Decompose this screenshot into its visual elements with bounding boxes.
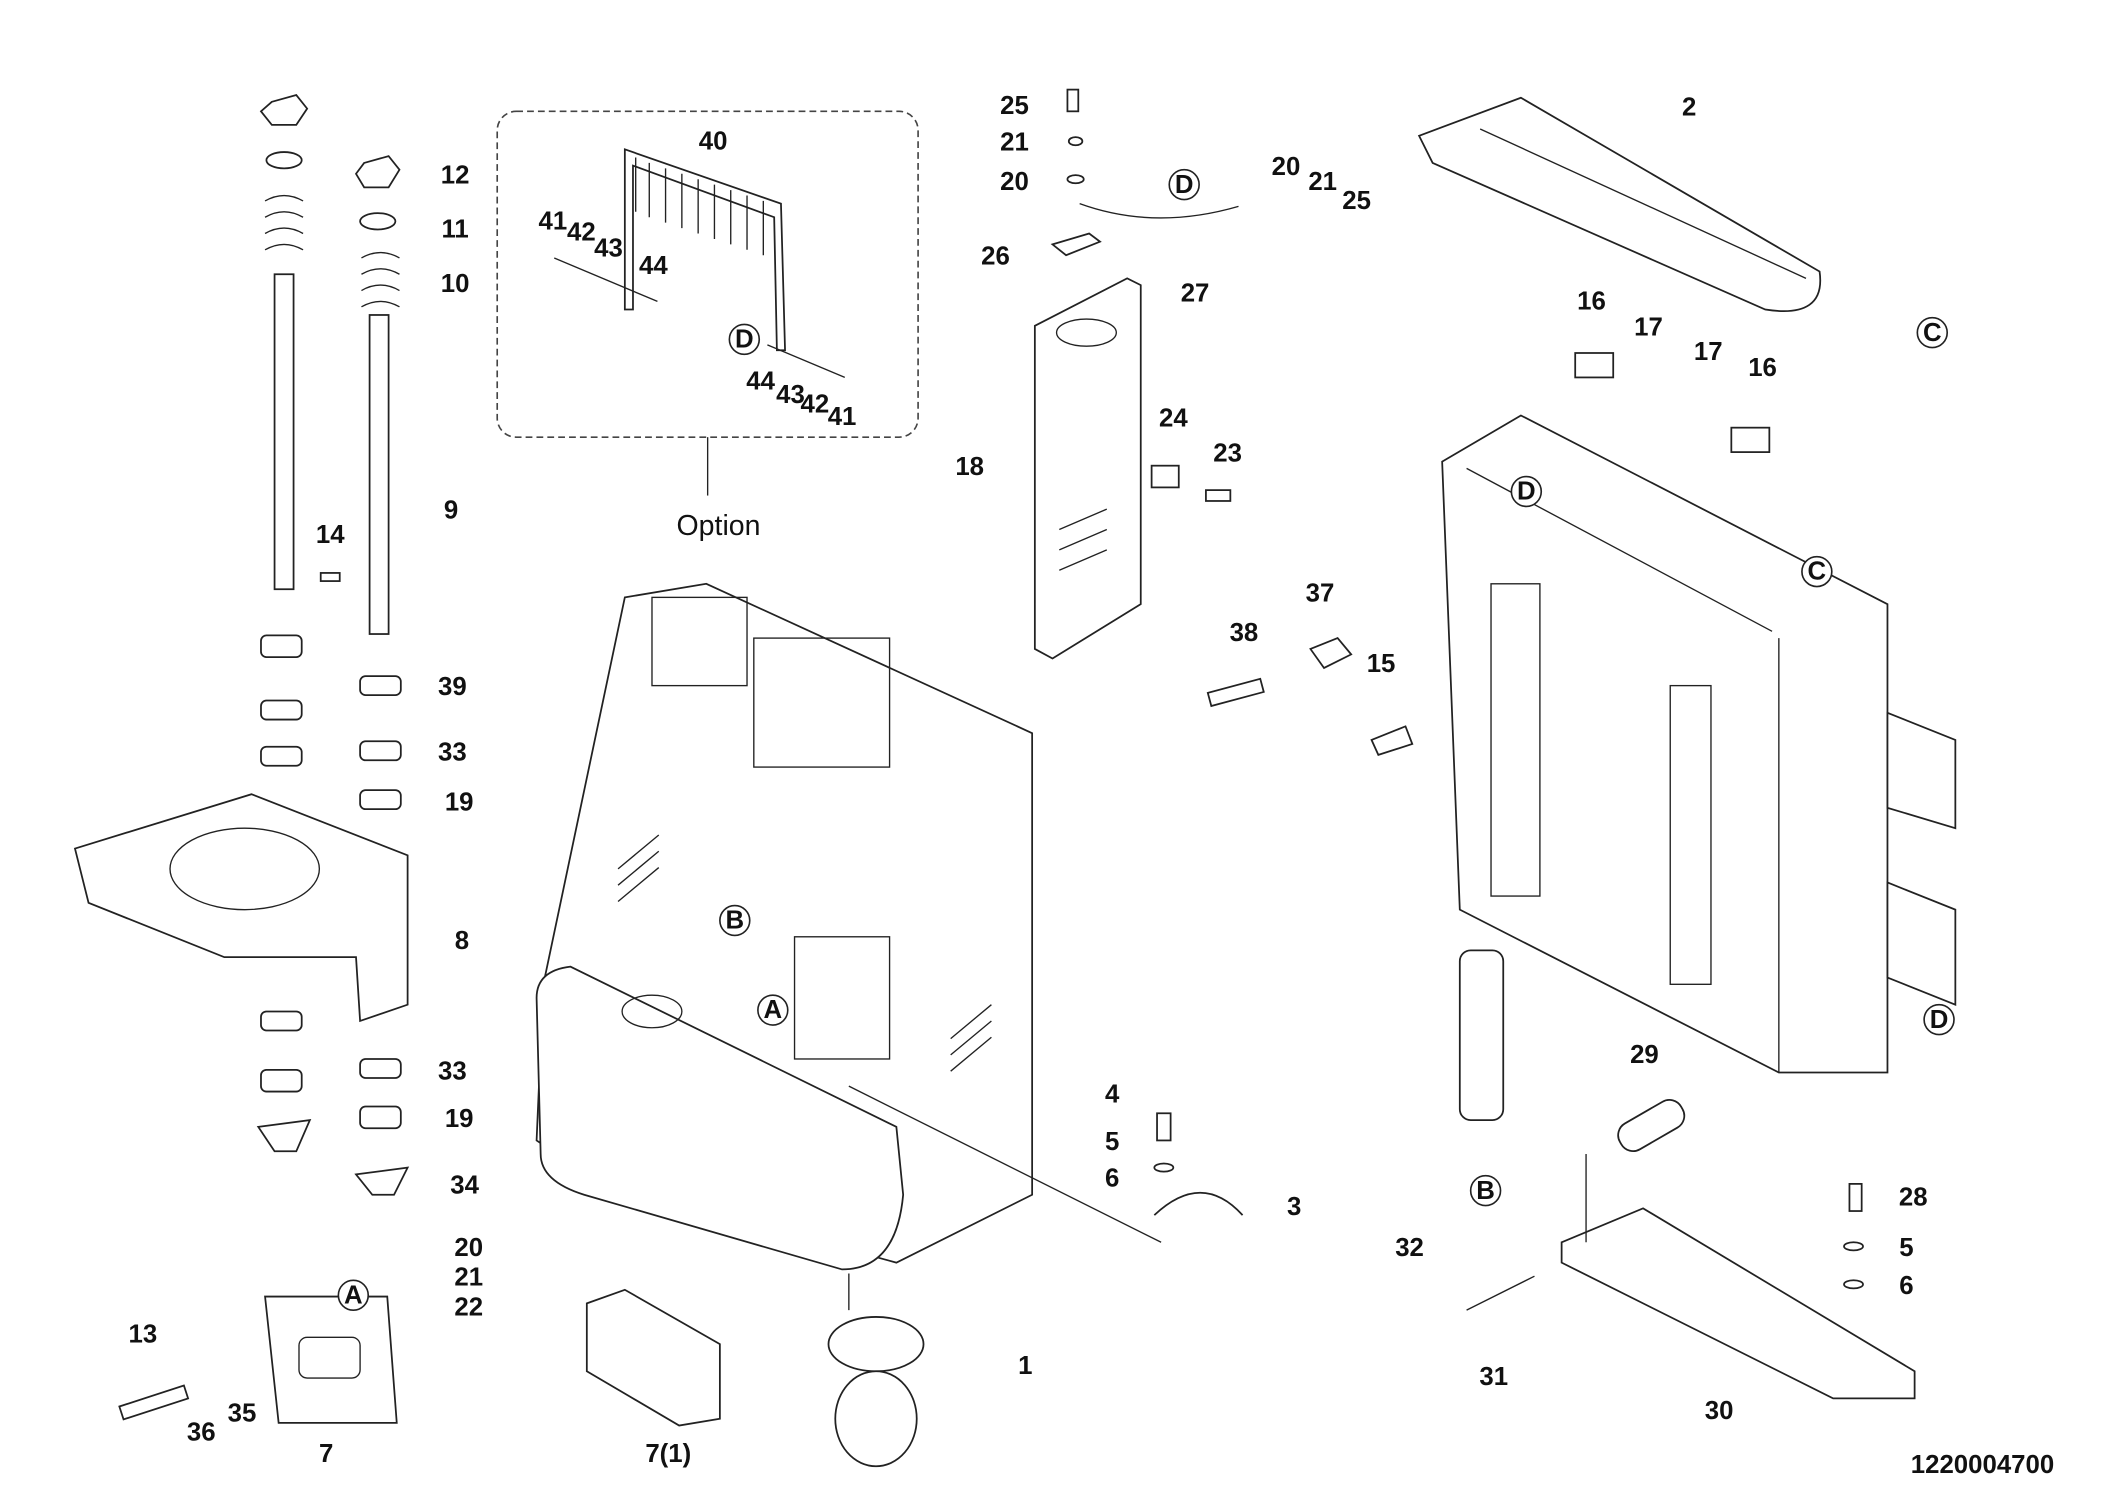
part-number-callout: 17 xyxy=(1634,313,1663,341)
part-number-callout: 22 xyxy=(454,1294,483,1322)
reference-marker-circle xyxy=(1510,475,1543,508)
reference-marker-circle xyxy=(1923,1003,1955,1036)
reference-marker-circle xyxy=(1469,1174,1502,1207)
part-number-callout: 7 xyxy=(319,1440,333,1468)
part-number-callout: 9 xyxy=(444,497,458,525)
reference-marker-letter: B xyxy=(725,907,744,935)
part-number-callout: 31 xyxy=(1479,1363,1508,1391)
reference-marker-letter: D xyxy=(1175,171,1194,199)
cover-panel xyxy=(1033,88,1239,660)
mast-assembly xyxy=(1417,96,1957,1121)
part-number-callout: 16 xyxy=(1577,288,1606,316)
part-number-callout: 29 xyxy=(1630,1041,1659,1069)
part-number-callout: 19 xyxy=(445,1105,474,1133)
part-number-callout: 43 xyxy=(594,235,623,263)
part-number-callout: 39 xyxy=(438,673,467,701)
part-number-callout: 38 xyxy=(1230,619,1259,647)
option-label: Option xyxy=(677,510,761,542)
part-number-callout: 41 xyxy=(539,207,568,235)
part-number-callout: 25 xyxy=(1342,187,1371,215)
reference-marker-letter: C xyxy=(1923,319,1942,347)
reference-marker-circle xyxy=(1168,168,1200,201)
part-number-callout: 10 xyxy=(441,270,470,298)
reference-marker-letter: A xyxy=(344,1281,363,1309)
reference-marker-circle xyxy=(728,323,761,356)
part-number-callout: 32 xyxy=(1395,1234,1424,1262)
part-number-callout: 6 xyxy=(1105,1165,1119,1193)
caster-wheel xyxy=(827,1316,925,1468)
part-number-callout: 7(1) xyxy=(645,1440,691,1468)
part-number-callout: 37 xyxy=(1306,579,1335,607)
reference-marker-circle xyxy=(757,994,789,1026)
reference-marker-letter: D xyxy=(735,326,754,354)
part-number-callout: 44 xyxy=(639,252,668,280)
part-number-callout: 14 xyxy=(316,521,345,549)
part-number-callout: 40 xyxy=(699,127,728,155)
part-number-callout: 3 xyxy=(1287,1193,1301,1221)
part-number-callout: 20 xyxy=(1272,153,1301,181)
part-number-callout: 34 xyxy=(450,1171,479,1199)
part-number-callout: 15 xyxy=(1367,650,1396,678)
part-number-callout: 18 xyxy=(955,453,984,481)
part-number-callout: 33 xyxy=(438,738,467,766)
option-box xyxy=(496,110,919,438)
reference-marker-circle xyxy=(1916,316,1949,349)
part-number-callout: 16 xyxy=(1748,354,1777,382)
guard-rail xyxy=(553,148,846,379)
part-number-callout: 28 xyxy=(1899,1184,1928,1212)
drawing-number: 1220004700 xyxy=(1911,1451,2054,1479)
part-number-callout: 24 xyxy=(1159,404,1188,432)
part-number-callout: 41 xyxy=(828,403,857,431)
spacer-block xyxy=(585,1288,721,1427)
base-tray xyxy=(1466,1099,1916,1400)
steering-shaft-assembly xyxy=(73,94,410,1424)
part-number-callout: 25 xyxy=(1000,92,1029,120)
part-number-callout: 42 xyxy=(567,218,596,246)
part-number-callout: 33 xyxy=(438,1057,467,1085)
part-number-callout: 12 xyxy=(441,161,470,189)
part-number-callout: 20 xyxy=(454,1234,483,1262)
part-number-callout: 11 xyxy=(441,216,468,244)
part-number-callout: 44 xyxy=(746,368,775,396)
part-number-callout: 20 xyxy=(1000,168,1029,196)
part-number-callout: 21 xyxy=(1000,129,1029,157)
reference-marker-letter: B xyxy=(1476,1177,1495,1205)
reference-marker-circle xyxy=(719,904,751,937)
main-frame xyxy=(535,582,1034,1271)
part-number-callout: 27 xyxy=(1181,279,1210,307)
part-number-callout: 36 xyxy=(187,1418,216,1446)
part-number-callout: 30 xyxy=(1705,1397,1734,1425)
part-number-callout: 1 xyxy=(1018,1352,1032,1380)
part-number-callout: 8 xyxy=(455,927,469,955)
reference-marker-letter: D xyxy=(1517,478,1536,506)
part-number-callout: 6 xyxy=(1899,1272,1913,1300)
part-number-callout: 13 xyxy=(129,1321,158,1349)
part-number-callout: 4 xyxy=(1105,1080,1120,1108)
reference-marker-letter: C xyxy=(1808,558,1827,586)
part-number-callout: 21 xyxy=(1308,168,1337,196)
reference-marker-circle xyxy=(1801,555,1833,588)
part-number-callout: 19 xyxy=(445,789,474,817)
reference-marker-letter: A xyxy=(764,996,783,1024)
part-number-callout: 42 xyxy=(801,391,830,419)
part-number-callout: 26 xyxy=(981,243,1010,271)
part-number-callout: 21 xyxy=(454,1264,483,1292)
part-number-callout: 5 xyxy=(1105,1128,1119,1156)
reference-marker-circle xyxy=(337,1279,370,1311)
part-number-callout: 23 xyxy=(1213,440,1242,468)
part-number-callout: 43 xyxy=(776,381,805,409)
part-number-callout: 2 xyxy=(1682,93,1696,121)
part-number-callout: 35 xyxy=(228,1399,257,1427)
reference-marker-letter: D xyxy=(1930,1006,1949,1034)
part-number-callout: 5 xyxy=(1899,1234,1913,1262)
part-number-callout: 17 xyxy=(1694,338,1723,366)
center-hardware xyxy=(848,637,1414,1243)
